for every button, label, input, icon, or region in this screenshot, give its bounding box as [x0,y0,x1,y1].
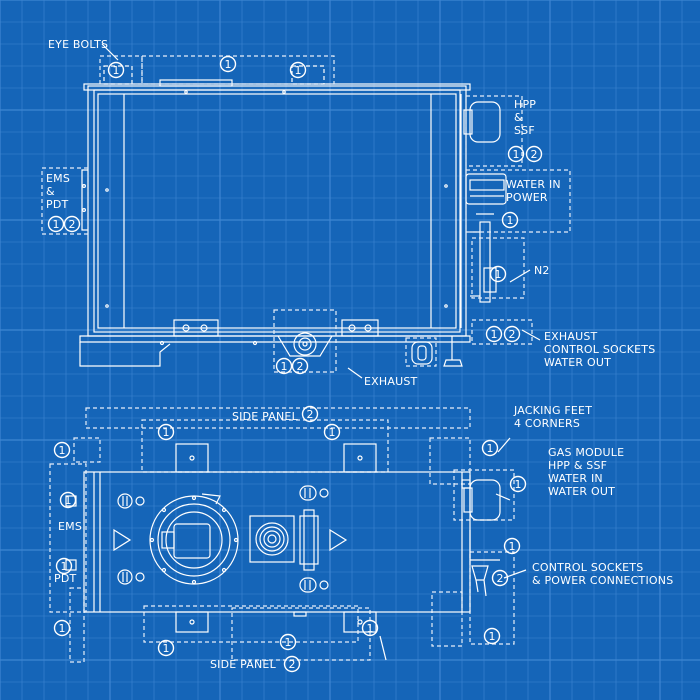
callout-circle [481,439,499,457]
gas-module [469,479,501,521]
callout-number: 1 [61,560,68,573]
callout-number: 1 [513,148,520,161]
callout-number: 1 [487,442,494,455]
callout-circle [503,325,521,343]
callout-number: 1 [367,622,374,635]
label-control-sockets: CONTROL SOCKETS & POWER CONNECTIONS [532,561,674,587]
side-panel-clearance-bottom [231,607,371,661]
callout-circle [219,55,237,73]
callout-circle [275,357,293,375]
fan-grille [249,515,295,563]
callout-circle [279,633,297,651]
flow-arrow-left [113,528,132,552]
callout-number: 1 [163,642,170,655]
callout-circle [491,569,509,587]
callout-number: 2 [69,218,76,231]
hpp-ssf-unit [469,101,501,143]
callout-circle [525,145,543,163]
callout-number: 1 [163,426,170,439]
caster-wheel [411,341,433,365]
callout-circle [501,211,519,229]
label-jacking-feet: JACKING FEET 4 CORNERS [514,404,593,430]
callout-number: 1 [65,494,72,507]
callout-number: 1 [53,218,60,231]
label-pdt: PDT [54,572,77,585]
top-cabinet-body [87,85,467,337]
callout-number: 2 [289,658,296,671]
callout-number: 1 [509,540,516,553]
callout-number: 1 [515,478,522,491]
foot-bracket-right [341,319,379,337]
label-side-panel-top: SIDE PANEL [232,410,298,423]
callout-circle [283,655,301,673]
callout-number: 1 [329,426,336,439]
label-gas-module: GAS MODULE HPP & SSF WATER IN WATER OUT [548,446,625,498]
label-exhaust-group: EXHAUST CONTROL SOCKETS WATER OUT [544,330,656,369]
top-view [41,43,571,379]
callout-circle [485,325,503,343]
callout-circle [361,619,379,637]
exhaust-port [293,332,317,356]
callout-number: 1 [495,268,502,281]
callout-number: 1 [113,64,120,77]
callout-number: 2 [531,148,538,161]
side-panel-clearance-top [85,407,471,429]
callout-circle [59,491,77,509]
n2-cylinder [479,221,491,303]
callout-number: 1 [225,58,232,71]
label-side-panel-bottom: SIDE PANEL [210,658,276,671]
callout-circle [323,423,341,441]
control-sockets [471,565,489,581]
callout-number: 2 [509,328,516,341]
callout-circle [53,619,71,637]
callout-circle [47,215,65,233]
callout-circle [289,61,307,79]
callout-number: 1 [491,328,498,341]
label-hpp-ssf: HPP & SSF [514,98,537,137]
flow-arrow-right [329,528,348,552]
callout-circle [157,639,175,657]
callout-number: 1 [59,622,66,635]
callout-number: 1 [285,636,292,649]
callout-circle [53,441,71,459]
label-water-in-power: WATER IN POWER [506,178,561,204]
callout-circle [291,357,309,375]
label-ems-pdt: EMS & PDT [46,172,71,211]
callout-number: 2 [297,360,304,373]
callout-number: 1 [59,444,66,457]
callout-number: 2 [497,572,504,585]
callout-circle [503,537,521,555]
callout-number: 1 [489,630,496,643]
callout-circle [63,215,81,233]
label-exhaust: EXHAUST [364,375,418,388]
callout-circle [157,423,175,441]
callout-number: 1 [507,214,514,227]
callout-circle [489,265,507,283]
label-ems: EMS [58,520,83,533]
callout-number: 1 [295,64,302,77]
callout-number: 1 [281,360,288,373]
callout-number: 2 [307,408,314,421]
callout-circle [483,627,501,645]
callout-circle [55,557,73,575]
bottom-cabinet-body [83,471,471,613]
bottom-view [49,407,527,663]
callout-circle [507,145,525,163]
foot-bracket-left [173,319,219,337]
label-n2: N2 [534,264,550,277]
callout-circle [301,405,319,423]
label-eye-bolts: EYE BOLTS [48,38,109,51]
callout-circle [509,475,527,493]
callout-circle [107,61,125,79]
